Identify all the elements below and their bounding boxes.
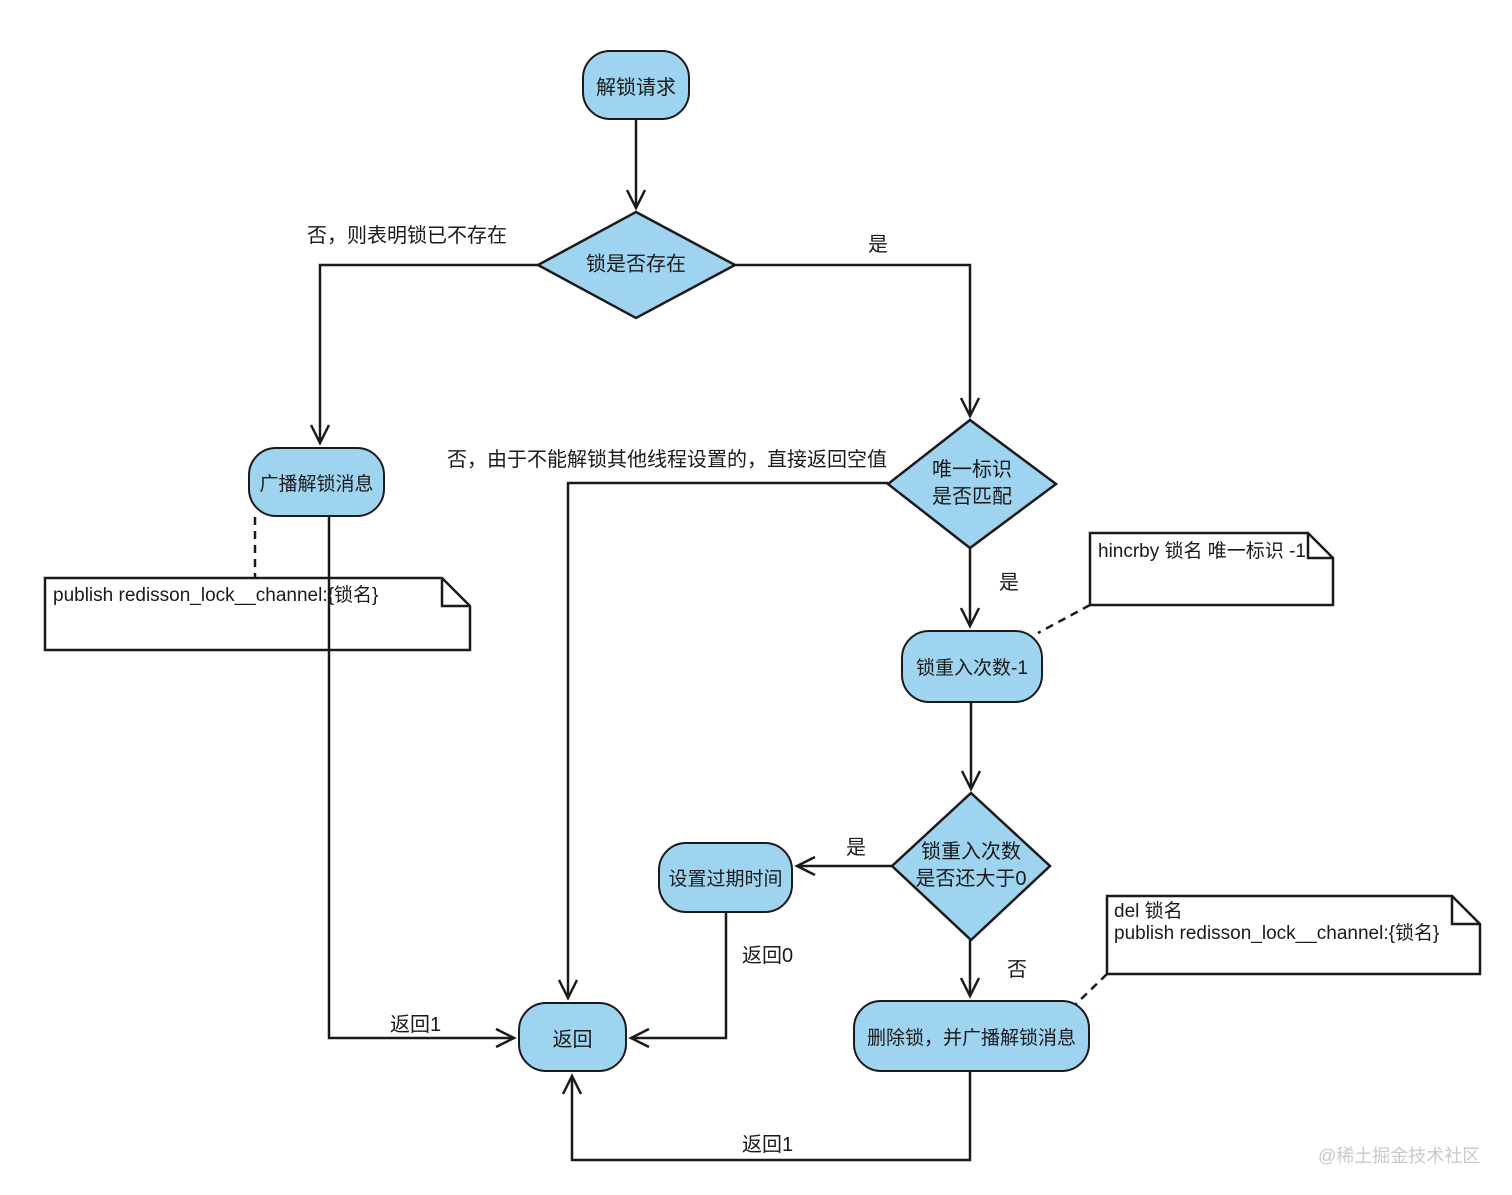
note-del-text: del 锁名 publish redisson_lock__channel:{锁… [1114,901,1439,945]
decision-id-match-line2: 是否匹配 [932,486,1012,508]
note-hincrby-text: hincrby 锁名 唯一标识 -1 [1098,541,1306,562]
label-no-lock-not-exists: 否，则表明锁已不存在 [307,225,507,247]
label-return1-bottom: 返回1 [742,1134,794,1156]
label-yes-match: 是 [999,572,1019,594]
node-return: 返回 [518,1002,627,1072]
decision-id-match-label: 唯一标识 是否匹配 [932,457,1012,511]
edge-exists-yes-to-idmatch [735,263,981,419]
edge-exists-no-to-broadcast [309,263,538,446]
note-publish-text: publish redisson_lock__channel:{锁名} [53,585,379,606]
dashed-link-del-delete [1075,973,1108,1005]
node-broadcast-unlock: 广播解锁消息 [248,447,385,517]
decision-count-gt0-line2: 是否还大于0 [915,868,1027,890]
edge-broadcast-to-return [327,517,517,1049]
dashed-link-hincrby-decr [1037,603,1091,635]
node-decr-reentry: 锁重入次数-1 [901,630,1043,703]
label-return1-left: 返回1 [390,1014,442,1036]
node-delete-broadcast: 删除锁，并广播解锁消息 [853,1000,1090,1072]
note-publish-shape [43,576,472,652]
note-hincrby-shape [1088,531,1335,607]
node-set-expire: 设置过期时间 [658,842,793,913]
edge-idmatch-no-to-return [557,481,888,1001]
note-del-line1: del 锁名 [1114,901,1183,922]
label-yes-exists: 是 [868,234,888,256]
label-return0: 返回0 [742,945,794,967]
label-yes-gt0: 是 [846,837,866,859]
label-no-other-thread: 否，由于不能解锁其他线程设置的，直接返回空值 [447,449,887,471]
edge-delete-to-return [561,1072,972,1162]
edge-expire-to-return [628,913,728,1049]
watermark: @稀土掘金技术社区 [1318,1146,1481,1166]
decision-id-match-line1: 唯一标识 [932,459,1012,481]
decision-count-gt0-label: 锁重入次数 是否还大于0 [915,839,1026,893]
decision-lock-exists [535,210,738,320]
note-del-line2: publish redisson_lock__channel:{锁名} [1114,923,1440,944]
label-no-gt0: 否 [1007,959,1027,981]
note-del-shape [1105,894,1482,976]
decision-lock-exists-label: 锁是否存在 [586,253,686,276]
decision-count-gt0-line1: 锁重入次数 [921,841,1021,863]
decision-id-match [885,418,1059,550]
node-unlock-request: 解锁请求 [582,50,690,120]
decision-count-gt0 [890,791,1052,942]
